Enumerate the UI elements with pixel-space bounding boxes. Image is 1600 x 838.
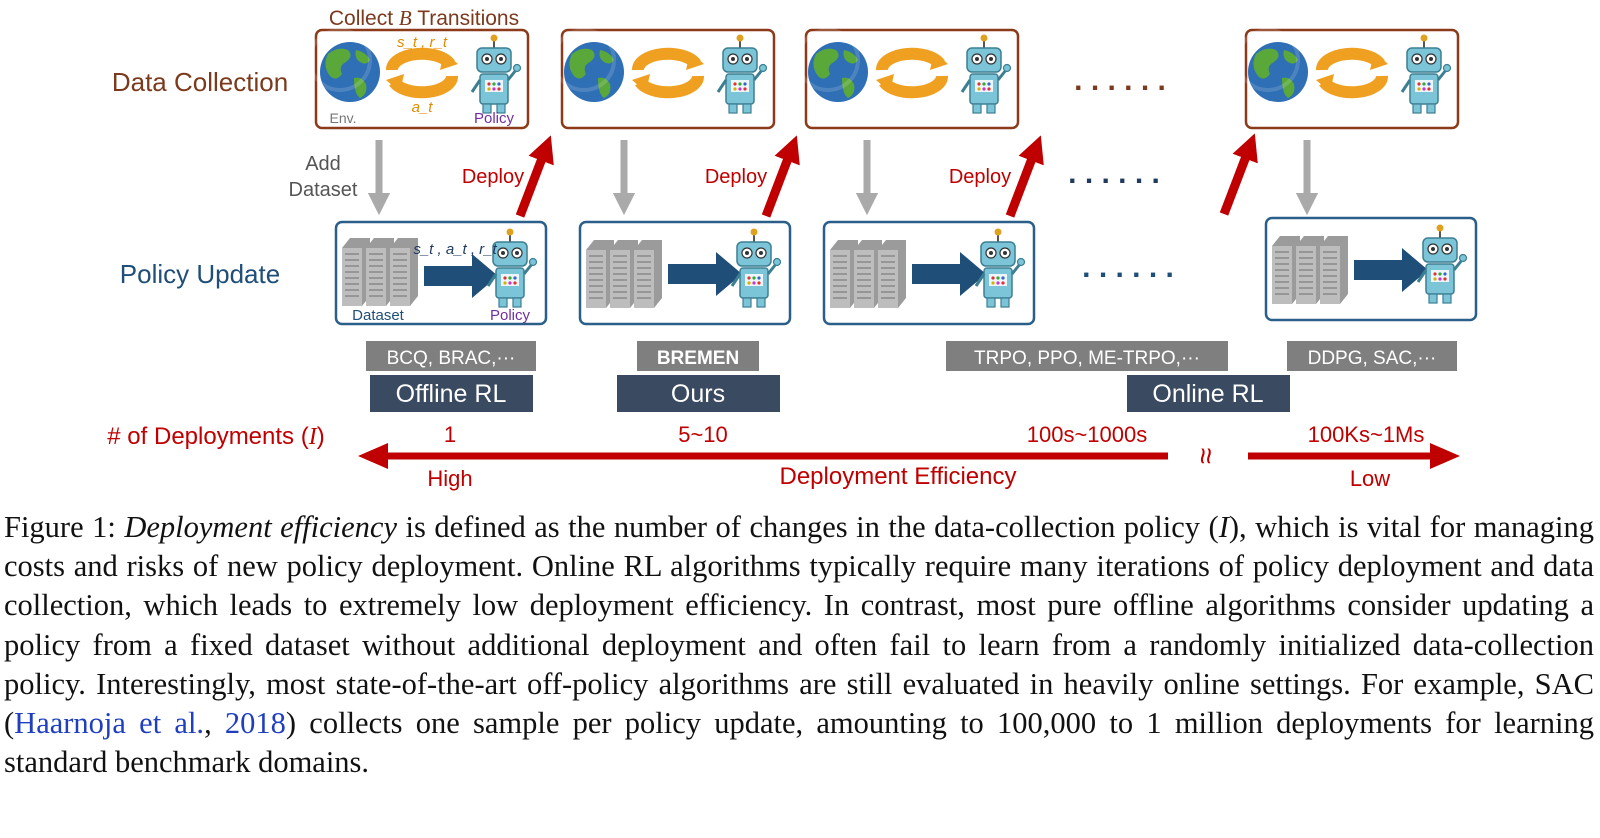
caption-text-1: is defined as the number of changes in t…	[397, 510, 1219, 544]
deployment-count-ours: 5~10	[678, 422, 728, 447]
efficiency-arrowhead-right	[1430, 443, 1460, 469]
caption-text-3: ) collects one sample per policy update,…	[4, 706, 1594, 780]
policy-label: Policy	[474, 110, 515, 127]
caption-term: Deployment efficiency	[124, 510, 398, 544]
category-box	[617, 375, 780, 412]
caption-variable: I	[1218, 510, 1229, 544]
env-label: Env.	[330, 110, 357, 126]
action-label: a_t	[412, 99, 434, 116]
deploy-label: Deploy	[705, 166, 767, 188]
add-dataset-label-2: Dataset	[289, 179, 358, 201]
caption-label: Figure 1:	[4, 510, 125, 544]
caption-text-2: ), which is vital for managing costs and…	[4, 510, 1594, 741]
axis-break-mark: ≈	[1189, 448, 1222, 464]
algo-tag-box	[366, 341, 536, 371]
algo-tag-box	[946, 341, 1228, 371]
dataset-label: Dataset	[352, 307, 405, 324]
efficiency-low-label: Low	[1350, 466, 1390, 491]
algo-tag-box	[1287, 341, 1457, 371]
row-label-policy-update: Policy Update	[120, 259, 280, 289]
efficiency-high-label: High	[427, 466, 472, 491]
category-ours: Ours	[671, 380, 725, 408]
figure-caption: Figure 1: Deployment efficiency is defin…	[4, 508, 1594, 782]
citation-separator: ,	[204, 706, 225, 741]
add-dataset-label-1: Add	[305, 153, 341, 175]
deploy-arrow	[1005, 135, 1044, 218]
category-box	[370, 375, 533, 412]
citation-author-link[interactable]: Haarnoja et al.	[14, 706, 205, 741]
deployment-count-offline: 1	[444, 422, 456, 447]
deploy-arrow	[1219, 133, 1258, 216]
ellipsis-policy-update: . . . . . .	[1082, 251, 1174, 284]
deployment-count-online-offpolicy: 100Ks~1Ms	[1308, 422, 1425, 447]
deploy-label: Deploy	[949, 166, 1011, 188]
dataset-servers-icon	[1271, 235, 1349, 305]
category-online-rl: Online RL	[1152, 380, 1263, 408]
dataset-servers-icon	[341, 237, 419, 307]
algo-tag-box	[637, 341, 759, 371]
category-box	[1127, 375, 1290, 412]
deployment-efficiency-figure: Data Collection Policy Update Collect B …	[107, 6, 1478, 491]
efficiency-title: Deployment Efficiency	[780, 463, 1017, 490]
citation-year-link[interactable]: 2018	[224, 706, 286, 741]
transition-label: s_t , a_t , r_t	[413, 241, 497, 258]
efficiency-arrowhead-left	[358, 443, 388, 469]
deploy-arrow	[761, 135, 800, 218]
dataset-servers-icon	[829, 239, 907, 309]
algo-tag-offline: BCQ, BRAC,···	[387, 348, 516, 369]
ellipsis-deploy: . . . . . .	[1068, 157, 1160, 190]
dataset-servers-icon	[585, 239, 663, 309]
algo-tag-online-onpolicy: TRPO, PPO, ME-TRPO,···	[974, 348, 1200, 369]
deploy-arrow	[515, 135, 554, 218]
deployment-count-online-onpolicy: 100s~1000s	[1027, 422, 1148, 447]
algo-tag-online-offpolicy: DDPG, SAC,···	[1308, 348, 1437, 369]
deploy-label: Deploy	[462, 166, 524, 188]
collect-transitions-label: Collect B Transitions	[329, 6, 519, 30]
policy-label: Policy	[490, 307, 531, 324]
row-label-data-collection: Data Collection	[112, 67, 288, 97]
deployments-label: # of Deployments (I)	[107, 423, 324, 450]
category-offline-rl: Offline RL	[396, 380, 507, 408]
ellipsis-data-collection: . . . . . .	[1074, 64, 1166, 97]
algo-tag-bremen: BREMEN	[657, 348, 739, 369]
state-reward-label: s_t , r_t	[397, 34, 448, 51]
